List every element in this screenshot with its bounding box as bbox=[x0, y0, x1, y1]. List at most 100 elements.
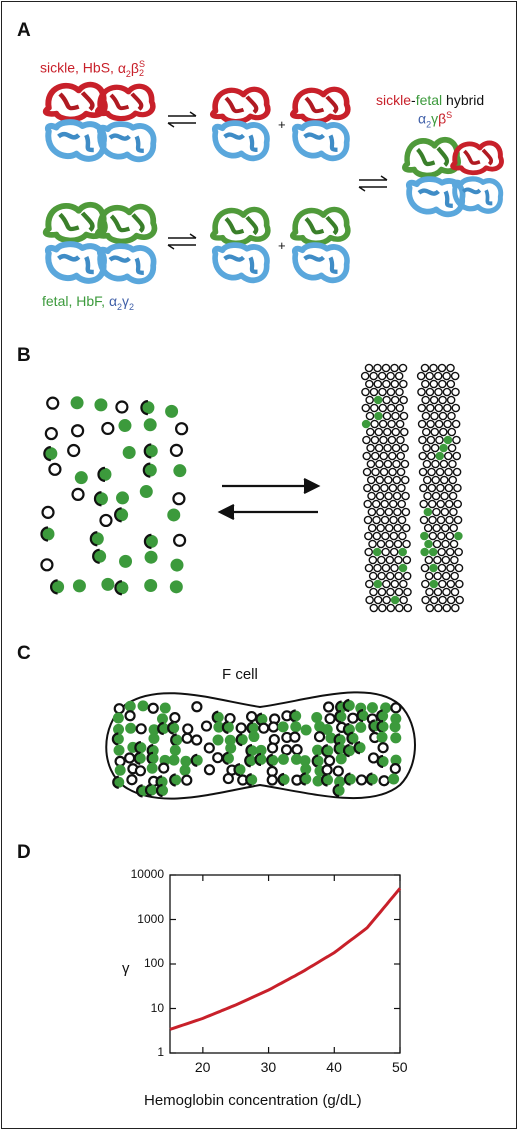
cell-molecule bbox=[137, 700, 149, 712]
cell-molecule bbox=[356, 708, 369, 723]
cell-molecule bbox=[291, 744, 303, 756]
cell-molecule bbox=[334, 710, 347, 724]
cell-molecule bbox=[323, 755, 336, 767]
free-molecule bbox=[89, 531, 104, 547]
panel-b-graphic bbox=[40, 363, 464, 613]
hybrid-label: sickle-fetal hybrid bbox=[376, 92, 484, 108]
gamma-curve bbox=[169, 887, 402, 1031]
cell-molecule bbox=[113, 744, 125, 756]
free-molecule bbox=[74, 471, 88, 485]
cell-molecule bbox=[124, 752, 136, 764]
cell-molecule bbox=[347, 712, 359, 724]
cell-molecule bbox=[390, 702, 402, 714]
cell-molecule bbox=[266, 774, 278, 786]
cell-molecule bbox=[211, 710, 224, 724]
panel-c-letter: C bbox=[17, 643, 31, 664]
free-molecule bbox=[115, 400, 129, 414]
hybrid-tetramer bbox=[405, 140, 502, 215]
cell-molecule bbox=[113, 723, 125, 735]
cell-molecule bbox=[312, 744, 324, 756]
free-molecule bbox=[72, 579, 86, 593]
cell-molecule bbox=[321, 744, 334, 758]
free-molecule bbox=[94, 398, 108, 412]
hbf-tetramer bbox=[46, 205, 155, 282]
hbs-label: sickle, HbS, α2β2S bbox=[40, 59, 145, 78]
hbf-dimer-1 bbox=[213, 209, 268, 280]
hybrid-sickle-text: sickle bbox=[376, 92, 412, 108]
free-molecule bbox=[118, 419, 132, 433]
cell-molecule bbox=[266, 742, 279, 754]
hbs-dimer-1 bbox=[213, 89, 268, 158]
x-tick-label: 30 bbox=[260, 1059, 277, 1075]
cell-molecule bbox=[255, 744, 267, 756]
cell-molecule bbox=[156, 713, 168, 725]
free-molecule bbox=[101, 577, 115, 591]
free-molecule bbox=[44, 426, 58, 441]
hbf-name-text: HbF, bbox=[76, 293, 106, 309]
y-tick-label: 1000 bbox=[137, 911, 164, 926]
cell-molecule bbox=[126, 774, 138, 786]
cell-molecule bbox=[290, 721, 302, 733]
hbs-dimer-2 bbox=[293, 89, 348, 158]
cell-molecule bbox=[134, 765, 147, 777]
cell-molecule bbox=[355, 774, 368, 786]
cell-molecule bbox=[135, 723, 147, 735]
hbs-sickle-text: sickle, bbox=[40, 59, 79, 76]
free-molecule bbox=[140, 400, 155, 416]
cell-molecules bbox=[111, 698, 402, 798]
cell-molecule bbox=[353, 741, 366, 755]
free-molecule bbox=[43, 445, 58, 462]
free-molecule bbox=[114, 580, 129, 596]
hybrid-word: hybrid bbox=[442, 92, 485, 108]
free-molecule bbox=[173, 533, 187, 547]
cell-molecule bbox=[168, 754, 180, 766]
cell-molecule bbox=[212, 734, 224, 746]
cell-molecule bbox=[299, 755, 311, 767]
free-molecule bbox=[119, 554, 133, 568]
cell-molecule bbox=[299, 772, 312, 786]
free-molecule bbox=[143, 443, 158, 459]
cell-molecule bbox=[167, 721, 180, 735]
cell-molecule bbox=[159, 702, 171, 714]
cell-molecule bbox=[376, 709, 389, 723]
cell-molecule bbox=[388, 773, 400, 785]
free-molecule bbox=[71, 424, 85, 438]
cell-molecule bbox=[366, 702, 378, 714]
cell-molecule bbox=[133, 751, 146, 765]
plus-sign-top: + bbox=[278, 117, 286, 132]
panel-a-letter: A bbox=[17, 20, 31, 41]
free-molecule bbox=[144, 579, 158, 593]
cell-molecule bbox=[267, 721, 280, 733]
cell-molecule bbox=[311, 712, 323, 724]
free-molecule bbox=[167, 508, 181, 522]
gamma-chart bbox=[169, 874, 402, 1054]
free-molecule bbox=[114, 507, 129, 523]
cell-molecule bbox=[148, 732, 160, 744]
hybrid-fetal-text: fetal bbox=[415, 92, 443, 108]
cell-molecule bbox=[389, 721, 401, 733]
hybrid-dash: - bbox=[411, 92, 416, 108]
free-molecule bbox=[122, 445, 136, 459]
cell-molecule bbox=[321, 764, 333, 776]
panel-c-cell bbox=[105, 691, 416, 800]
cell-molecule bbox=[181, 774, 193, 786]
free-molecule bbox=[169, 443, 184, 457]
free-molecule bbox=[70, 396, 84, 410]
cell-molecule bbox=[157, 721, 170, 736]
cell-molecule bbox=[221, 720, 234, 734]
cell-molecule bbox=[203, 764, 216, 776]
cell-molecule bbox=[277, 772, 290, 787]
cell-molecule bbox=[181, 732, 193, 744]
free-molecule bbox=[142, 462, 157, 478]
cell-molecule bbox=[266, 753, 279, 767]
cell-molecule bbox=[376, 731, 388, 743]
cell-molecule bbox=[213, 721, 225, 733]
cell-molecule bbox=[114, 755, 126, 767]
hbf-fetal-text: fetal, bbox=[42, 293, 73, 309]
y-tick-label: 1 bbox=[157, 1045, 164, 1059]
cell-molecule bbox=[147, 702, 159, 714]
fiber-left bbox=[360, 363, 413, 613]
cell-molecule bbox=[313, 731, 326, 743]
cell-molecule bbox=[156, 783, 169, 798]
cell-molecule bbox=[323, 701, 335, 713]
